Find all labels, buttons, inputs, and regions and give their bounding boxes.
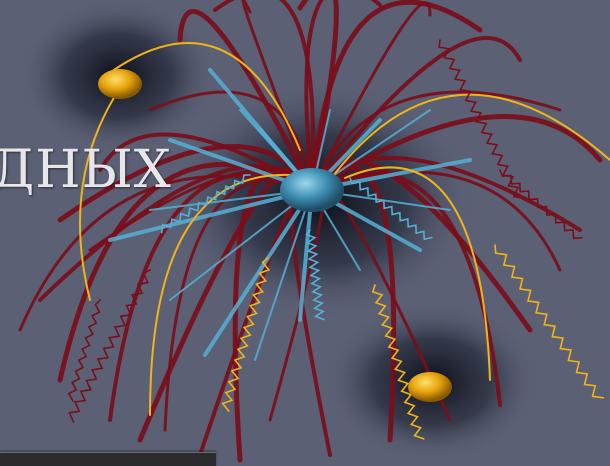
bottom-bar bbox=[0, 452, 216, 466]
node-bottom-right-icon bbox=[408, 372, 452, 402]
squiggle-line bbox=[69, 300, 100, 401]
central-node-icon bbox=[280, 168, 344, 212]
slide-title-fragment: ДНЫХ bbox=[0, 144, 172, 196]
node-top-left-icon bbox=[98, 69, 142, 99]
